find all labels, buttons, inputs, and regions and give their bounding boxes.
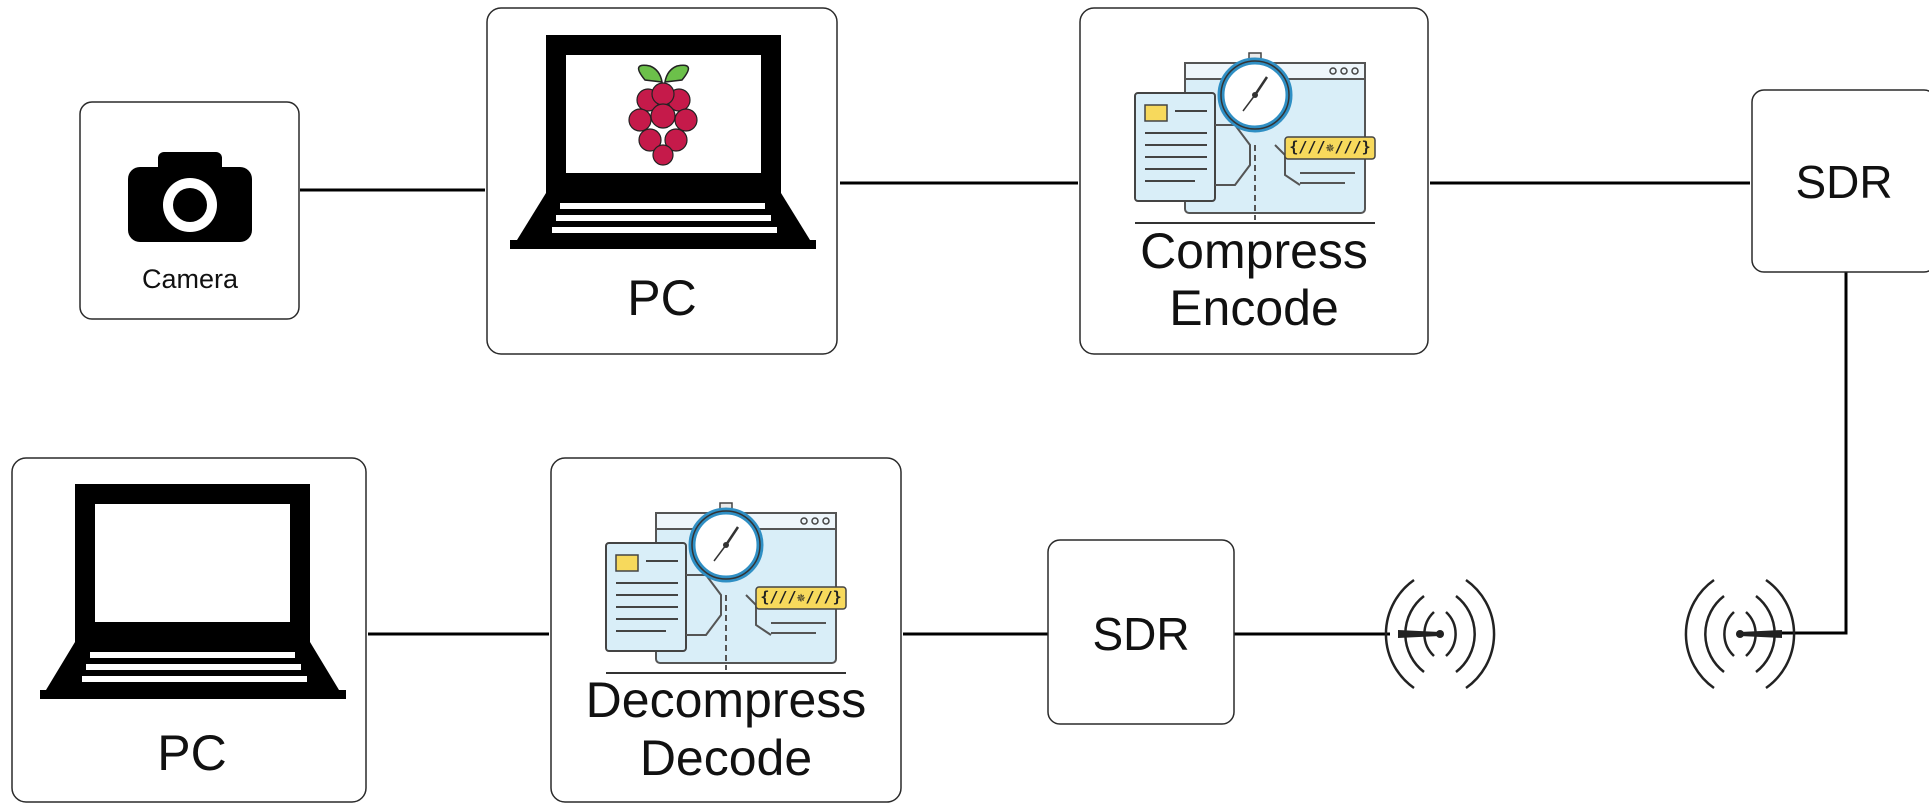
antenna-tx-icon [1684,578,1796,690]
laptop-raspberry-pi-icon [510,35,816,249]
code-window-stopwatch-icon: {///✵///} [606,503,846,673]
pc-tx-label: PC [627,270,696,326]
encoder-code-tag: {///✵///} [1289,138,1370,156]
laptop-icon [40,484,346,699]
camera-node: Camera [79,101,300,320]
sdr-rx-label: SDR [1092,608,1189,660]
pc-rx-node: PC [11,457,367,803]
antenna-rx-icon [1384,578,1496,690]
decoder-label-line2: Decode [640,730,812,786]
connector-lines [300,181,1848,636]
encoder-label-line2: Encode [1169,280,1339,336]
pc-rx-label: PC [157,725,226,781]
encoder-label-line1: Compress [1140,223,1368,279]
pc-tx-node: PC [486,7,838,355]
sdr-tx-label: SDR [1795,156,1892,208]
edge-sdr-antenna [1760,272,1848,635]
decoder-node: {///✵///} Decompress Decode [550,457,902,803]
camera-icon [128,152,252,242]
camera-label: Camera [142,264,239,294]
sdr-tx-node: SDR [1751,89,1929,273]
code-window-stopwatch-icon: {///✵///} [1135,53,1375,223]
decoder-code-tag: {///✵///} [760,588,841,606]
sdr-rx-node: SDR [1047,539,1235,725]
encoder-node: {///✵///} Compress Encode [1079,7,1429,355]
decoder-label-line1: Decompress [586,672,867,728]
